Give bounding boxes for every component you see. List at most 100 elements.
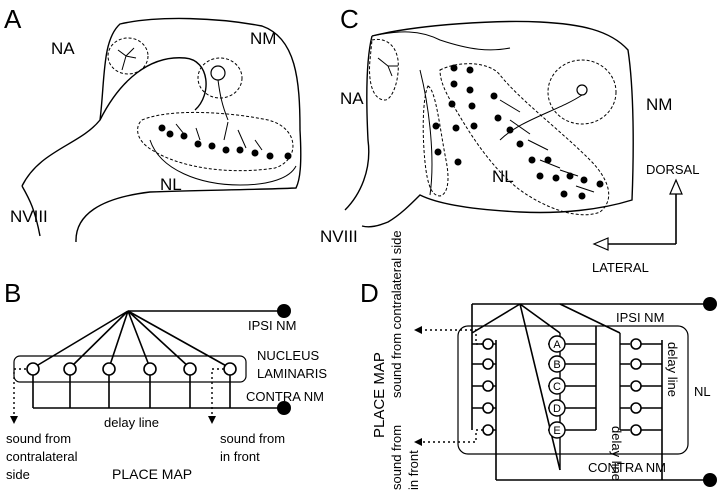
panel-a-inner-fold bbox=[99, 57, 207, 121]
panel-d-left-neuron bbox=[482, 424, 494, 436]
panel-c-nl-cell bbox=[536, 172, 544, 180]
panel-b-ipsi-branches bbox=[32, 310, 231, 369]
panel-b-letter: B bbox=[4, 278, 21, 308]
panel-d-front-arrow bbox=[420, 429, 483, 443]
panel-d-left-neuron bbox=[482, 402, 494, 414]
panel-c-nl-cell bbox=[468, 102, 476, 110]
panel-c-label-nm: NM bbox=[646, 95, 672, 114]
panel-a-nl-region bbox=[137, 111, 294, 172]
panel-d-letter-c: C bbox=[553, 381, 561, 393]
panel-c-lateral-region bbox=[422, 85, 449, 197]
panel-b-label-ipsi: IPSI NM bbox=[248, 318, 296, 333]
panel-c-label-lateral: LATERAL bbox=[592, 260, 649, 275]
panel-b-contra-side-arrow bbox=[13, 368, 26, 418]
panel-b-label-contra-side-1: sound from bbox=[6, 431, 71, 446]
panel-b-nl-neuron bbox=[183, 362, 197, 376]
panel-a-letter: A bbox=[4, 4, 22, 34]
panel-d-label-contra: CONTRA NM bbox=[588, 460, 666, 475]
panel-d-ipsi-nm-cell bbox=[703, 297, 717, 311]
panel-a-outline bbox=[21, 17, 302, 243]
panel-a-nl-cell bbox=[166, 130, 174, 138]
panel-a-nl-cell bbox=[236, 146, 244, 154]
panel-c-nl-cell bbox=[494, 114, 502, 122]
panel-c-left-edge bbox=[344, 35, 373, 211]
panel-c: C bbox=[320, 4, 699, 275]
panel-c-nl-cell bbox=[452, 124, 460, 132]
panel-b-label-place-map: PLACE MAP bbox=[112, 466, 192, 482]
panel-b-delay-taps bbox=[32, 375, 231, 408]
panel-c-nl-cell bbox=[560, 190, 568, 198]
panel-b-label-nucleus: NUCLEUS bbox=[257, 348, 319, 363]
panel-c-nl-cells bbox=[432, 64, 604, 200]
panel-d-right-neuron bbox=[630, 402, 642, 414]
panel-c-nm-axon bbox=[499, 94, 583, 141]
panel-d-letter-a: A bbox=[553, 339, 561, 351]
panel-b-label-delay: delay line bbox=[104, 415, 159, 430]
panel-d-nl-box bbox=[457, 325, 689, 455]
panel-c-nl-cell bbox=[454, 158, 462, 166]
panel-a-nl-cells bbox=[158, 124, 292, 160]
panel-b-label-front-2: in front bbox=[220, 449, 260, 464]
panel-c-nl-cell bbox=[490, 92, 498, 100]
panel-d-label-front-2: in front bbox=[406, 450, 421, 490]
panel-c-nl-cell bbox=[466, 86, 474, 94]
panel-a-nerve-edge bbox=[21, 185, 41, 237]
panel-b-front-arrow bbox=[211, 368, 224, 418]
panel-a-label-nm: NM bbox=[250, 29, 276, 48]
panel-c-nl-cell bbox=[466, 66, 474, 74]
panel-b-contra-arrowhead-icon bbox=[10, 416, 18, 424]
panel-c-nl-cell bbox=[578, 192, 586, 200]
panel-b: B IPSI NM NUCLEUS LAMINARIS CONTRA NM de… bbox=[4, 278, 327, 482]
panel-c-na-neuron bbox=[377, 57, 398, 77]
panel-c-nl-cell bbox=[448, 100, 456, 108]
panel-d-right-neuron bbox=[630, 380, 642, 392]
panel-a-nl-cell bbox=[284, 152, 292, 160]
panel-a-nl-cell bbox=[222, 146, 230, 154]
panel-d-label-nl: NL bbox=[694, 384, 711, 399]
panel-c-nl-region bbox=[439, 63, 610, 216]
panel-d-contra-nm-cell bbox=[703, 473, 717, 487]
panel-c-nl-cell bbox=[544, 156, 552, 164]
lateral-arrowhead-icon bbox=[592, 237, 609, 251]
panel-a-nl-cell bbox=[194, 140, 202, 148]
panel-b-nl-neurons bbox=[26, 362, 237, 376]
panel-b-front-arrow-base bbox=[212, 369, 250, 418]
panel-d-letter-e: E bbox=[553, 425, 560, 437]
panel-d-label-front-1: sound from bbox=[389, 425, 404, 490]
panel-d-ipsi-branches bbox=[471, 303, 621, 471]
panel-c-nl-cell bbox=[506, 126, 514, 134]
panel-c-nl-cell bbox=[450, 80, 458, 88]
panel-c-nl-cell bbox=[432, 122, 440, 130]
panel-d-label-delay-2: delay line bbox=[665, 342, 680, 397]
panel-c-nm-region bbox=[547, 59, 617, 125]
panel-b-label-contra: CONTRA NM bbox=[246, 389, 324, 404]
panel-a-nm-cell bbox=[210, 65, 226, 81]
panel-a-nl-cell bbox=[266, 152, 274, 160]
panel-a-label-nl: NL bbox=[160, 175, 182, 194]
panel-c-na-region bbox=[369, 38, 399, 101]
panel-c-inner-fold bbox=[419, 69, 433, 196]
panel-a-label-na: NA bbox=[51, 39, 75, 58]
panel-a-label-nviii: NVIII bbox=[10, 207, 48, 226]
panel-b-label-contra-side-2: contralateral bbox=[6, 449, 78, 464]
panel-d-letter-d: D bbox=[553, 403, 561, 415]
panel-b-nl-neuron bbox=[26, 362, 40, 376]
panel-d-right-neuron bbox=[630, 424, 642, 436]
panel-a-nm-region bbox=[197, 57, 243, 99]
panel-a-nl-cell bbox=[158, 124, 166, 132]
panel-a-nl-lower-fiber bbox=[149, 139, 297, 186]
panel-c-nl-cell bbox=[580, 176, 588, 184]
panel-a-na-neuron bbox=[117, 47, 137, 71]
panel-d-label-ipsi: IPSI NM bbox=[616, 310, 664, 325]
panel-a: A NA NM NL NVIII bbox=[4, 4, 302, 243]
dorsal-arrowhead-icon bbox=[669, 178, 683, 195]
panel-d-middle-taps bbox=[565, 343, 596, 431]
panel-d-right-column bbox=[619, 333, 662, 436]
panel-c-nl-cell bbox=[450, 64, 458, 72]
panel-a-nl-cell bbox=[251, 149, 259, 157]
panel-b-nl-neuron bbox=[143, 362, 157, 376]
panel-a-na-region bbox=[107, 37, 149, 75]
panel-d-left-column bbox=[472, 338, 496, 436]
panel-d: D PLACE MAP sound from contralateral sid… bbox=[360, 230, 717, 490]
panel-b-front-arrowhead-icon bbox=[208, 416, 216, 424]
